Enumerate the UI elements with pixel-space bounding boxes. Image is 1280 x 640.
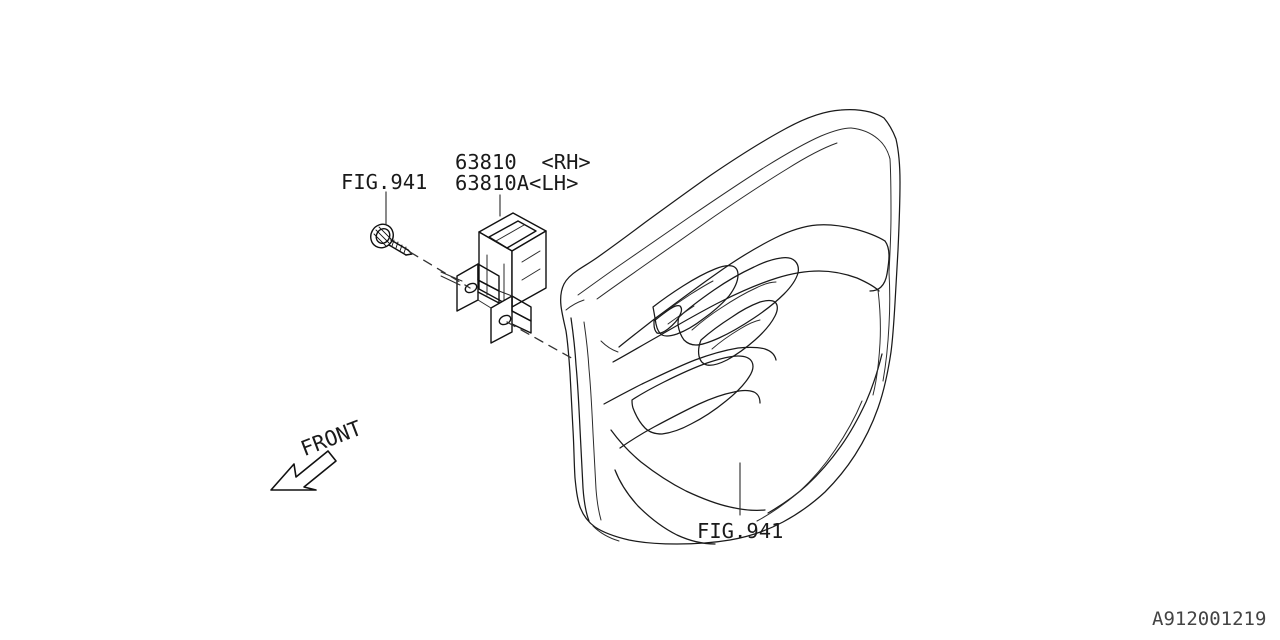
front-arrow-icon [270,450,337,491]
mounting-screw-artwork [370,223,413,256]
assembly-dash-line-panel [506,321,576,361]
assembly-dash-line-screw [409,251,471,289]
door-trim-panel-artwork [560,108,901,545]
figure-reference-bottom-label: FIG.941 [697,519,784,543]
part-number-lh-label: 63810A<LH> [455,171,579,195]
part-number-rh-label: 63810 <RH> [455,150,591,174]
door-switch-assembly-artwork [440,212,547,344]
diagram-id-label: A912001219 [1152,608,1267,630]
figure-reference-top-label: FIG.941 [341,170,428,194]
